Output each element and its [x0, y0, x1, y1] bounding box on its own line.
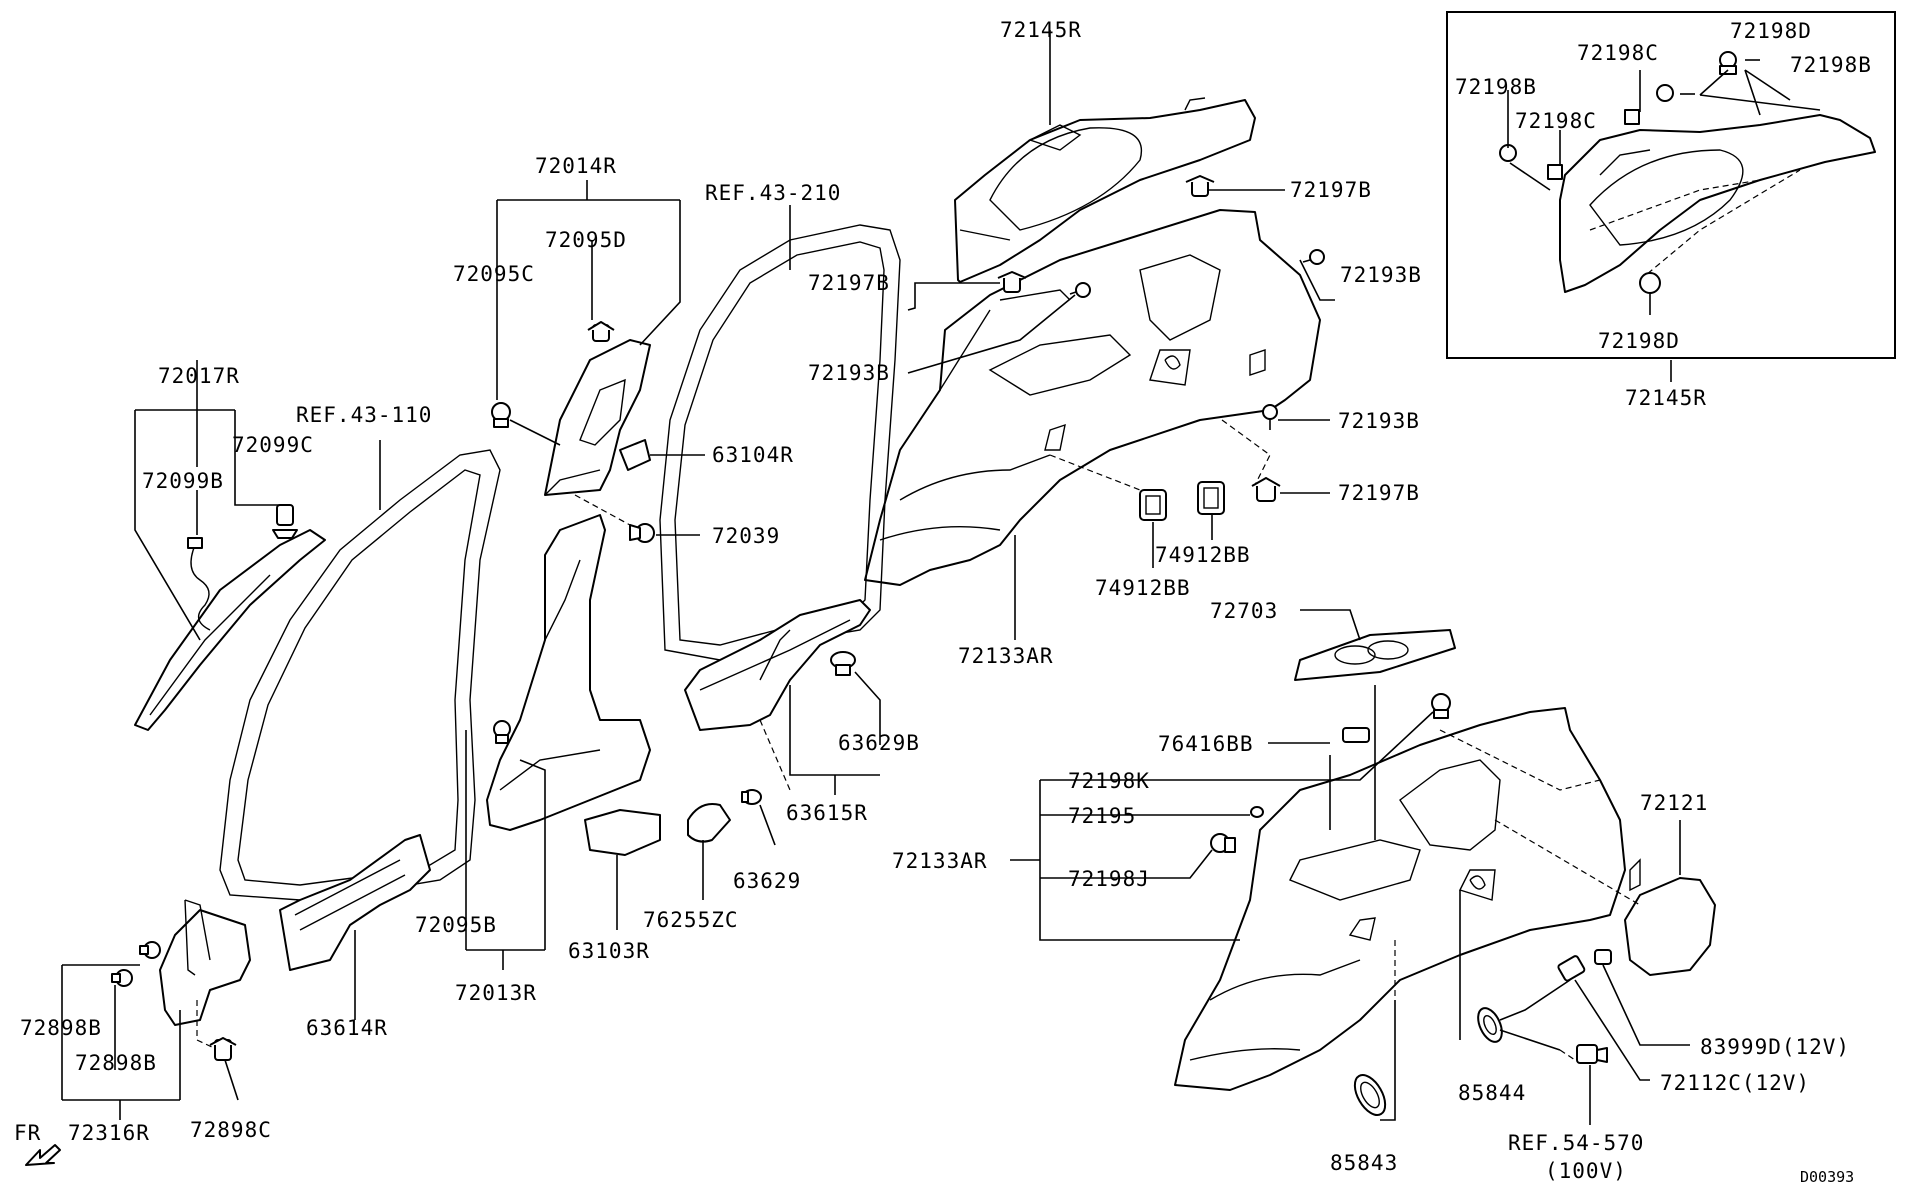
clip-72197b-icons: [997, 175, 1281, 502]
clip-72898b-icons: [111, 941, 161, 987]
label-72193b-b: 72193B: [808, 361, 890, 385]
label-72898b-b: 72898B: [75, 1051, 157, 1075]
trim-76255zc: [687, 803, 731, 843]
label-72133ar-upper: 72133AR: [958, 644, 1054, 668]
weatherstrip-front: [219, 449, 501, 901]
quarter-trim-lower-assembly: [1174, 707, 1641, 1091]
front-direction-arrow-icon: [25, 1144, 61, 1166]
inset-upper-trim: [1559, 114, 1876, 293]
clip-72095b-icon: [493, 720, 511, 744]
clip-72099c-icon: [272, 504, 298, 539]
label-72197b-b: 72197B: [808, 271, 890, 295]
label-63104r: 63104R: [712, 443, 794, 467]
label-72197b-c: 72197B: [1338, 481, 1420, 505]
bracket-63103r: [584, 809, 661, 856]
label-fr: FR: [14, 1121, 41, 1145]
inset-label-72198c-a: 72198C: [1577, 41, 1659, 65]
label-72193b-a: 72193B: [1340, 263, 1422, 287]
label-72198j: 72198J: [1068, 867, 1150, 891]
label-72039: 72039: [712, 524, 780, 548]
label-85843: 85843: [1330, 1151, 1398, 1175]
scuff-plate-front: [279, 834, 431, 971]
a-pillar-trim: [134, 529, 326, 731]
inset-label-72198b-left: 72198B: [1455, 75, 1537, 99]
label-83999d: 83999D(12V): [1700, 1035, 1850, 1059]
label-72133ar-lower: 72133AR: [892, 849, 988, 873]
label-72898c: 72898C: [190, 1118, 272, 1142]
inset-label-72198b-right: 72198B: [1790, 53, 1872, 77]
clip-76416bb-icon: [1342, 727, 1370, 743]
clip-72095d-icon: [587, 321, 615, 342]
inset-label-72198d-bottom: 72198D: [1598, 329, 1680, 353]
label-63629: 63629: [733, 869, 801, 893]
label-72013r: 72013R: [455, 981, 537, 1005]
label-72099c: 72099C: [232, 433, 314, 457]
connector-ref-54-570-icon: [1576, 1044, 1608, 1064]
label-72017r: 72017R: [158, 364, 240, 388]
clip-63629b-icon: [830, 651, 856, 676]
center-pillar-upper-trim: [544, 339, 651, 496]
cup-holder-tray-72703: [1294, 629, 1456, 681]
upper-quarter-trim: [954, 97, 1256, 283]
inset-detail-box: 72198D 72198C 72198B 72198B 72198C 72198…: [1446, 11, 1896, 359]
clip-72039-icon: [629, 523, 655, 543]
label-72195: 72195: [1068, 804, 1136, 828]
gasket-85843-icon: [1353, 1074, 1387, 1116]
label-63629b: 63629B: [838, 731, 920, 755]
label-72121: 72121: [1640, 791, 1708, 815]
label-76255zc: 76255ZC: [643, 908, 739, 932]
label-72198k: 72198K: [1068, 769, 1150, 793]
label-ref-43-110: REF.43-110: [296, 403, 432, 427]
label-74912bb-b: 74912BB: [1095, 576, 1191, 600]
label-72316r: 72316R: [68, 1121, 150, 1145]
wire-harness-72099b: [187, 537, 211, 631]
label-63615r: 63615R: [786, 801, 868, 825]
label-ref-43-210: REF.43-210: [705, 181, 841, 205]
label-72112c: 72112C(12V): [1660, 1071, 1810, 1095]
clip-72198j-icon: [1210, 833, 1236, 853]
label-76416bb: 76416BB: [1158, 732, 1254, 756]
label-85844: 85844: [1458, 1081, 1526, 1105]
inset-label-72198c-b: 72198C: [1515, 109, 1597, 133]
label-72193b-c: 72193B: [1338, 409, 1420, 433]
clip-72898c-icon: [209, 1037, 237, 1061]
inset-label-72145r: 72145R: [1625, 386, 1707, 410]
label-72099b: 72099B: [142, 469, 224, 493]
center-pillar-lower-trim: [486, 514, 651, 831]
clip-72095c-icon: [491, 402, 511, 428]
label-72095b: 72095B: [415, 913, 497, 937]
label-63614r: 63614R: [306, 1016, 388, 1040]
label-ref-54-570: REF.54-570: [1508, 1131, 1644, 1155]
label-ref-54-570-sub: (100V): [1545, 1159, 1627, 1183]
socket-74912bb-icons: [1139, 481, 1225, 521]
label-72703: 72703: [1210, 599, 1278, 623]
label-72095d: 72095D: [545, 228, 627, 252]
socket-85844-icon: [1477, 1007, 1503, 1043]
cover-63104r: [619, 439, 651, 471]
label-74912bb-a: 74912BB: [1155, 543, 1251, 567]
diagram-code: D00393: [1800, 1168, 1854, 1186]
access-lid-72121: [1624, 877, 1716, 976]
kick-panel-trim: [159, 899, 251, 1026]
clip-63629-icon: [741, 789, 762, 805]
label-63103r: 63103R: [568, 939, 650, 963]
label-72145r-top: 72145R: [1000, 18, 1082, 42]
screw-72193b-icons: [1069, 249, 1325, 430]
label-72095c: 72095C: [453, 262, 535, 286]
scuff-plate-rear: [684, 599, 871, 731]
label-72898b-a: 72898B: [20, 1016, 102, 1040]
clip-72198k-icon: [1431, 693, 1451, 719]
washer-72195-icon: [1250, 806, 1264, 818]
socket-72112c-icon: [1557, 949, 1612, 982]
label-72197b-a: 72197B: [1290, 178, 1372, 202]
inset-label-72198d-top: 72198D: [1730, 19, 1812, 43]
quarter-trim-upper-assembly: [864, 209, 1321, 586]
label-72014r: 72014R: [535, 154, 617, 178]
